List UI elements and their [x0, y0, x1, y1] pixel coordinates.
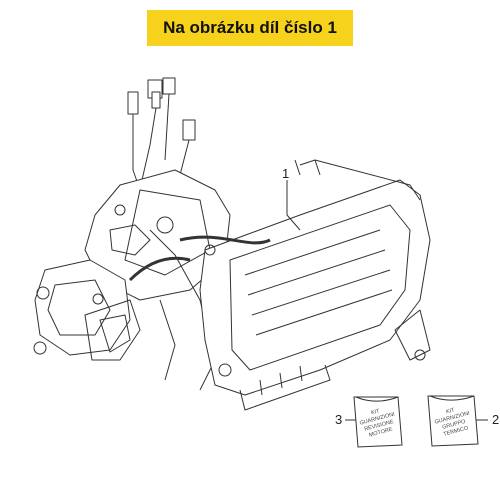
gasket-kit-left: KIT GUARNIZIONI REVISIONE MOTORE [353, 396, 403, 448]
callout-1: 1 [282, 166, 290, 181]
leader-line-1 [286, 180, 301, 231]
gasket-kit-right: KIT GUARNIZIONI GRUPPO TERMICO [427, 395, 479, 447]
callout-3: 3 [335, 412, 343, 427]
cvt-casing [199, 159, 431, 411]
engine-block [33, 169, 231, 391]
part-banner: Na obrázku díl číslo 1 [147, 10, 353, 46]
kit-right-line1: KIT [445, 407, 455, 415]
coolant-hose [179, 235, 271, 245]
callout-2: 2 [492, 412, 500, 427]
kit-left-line1: KIT [370, 408, 380, 416]
